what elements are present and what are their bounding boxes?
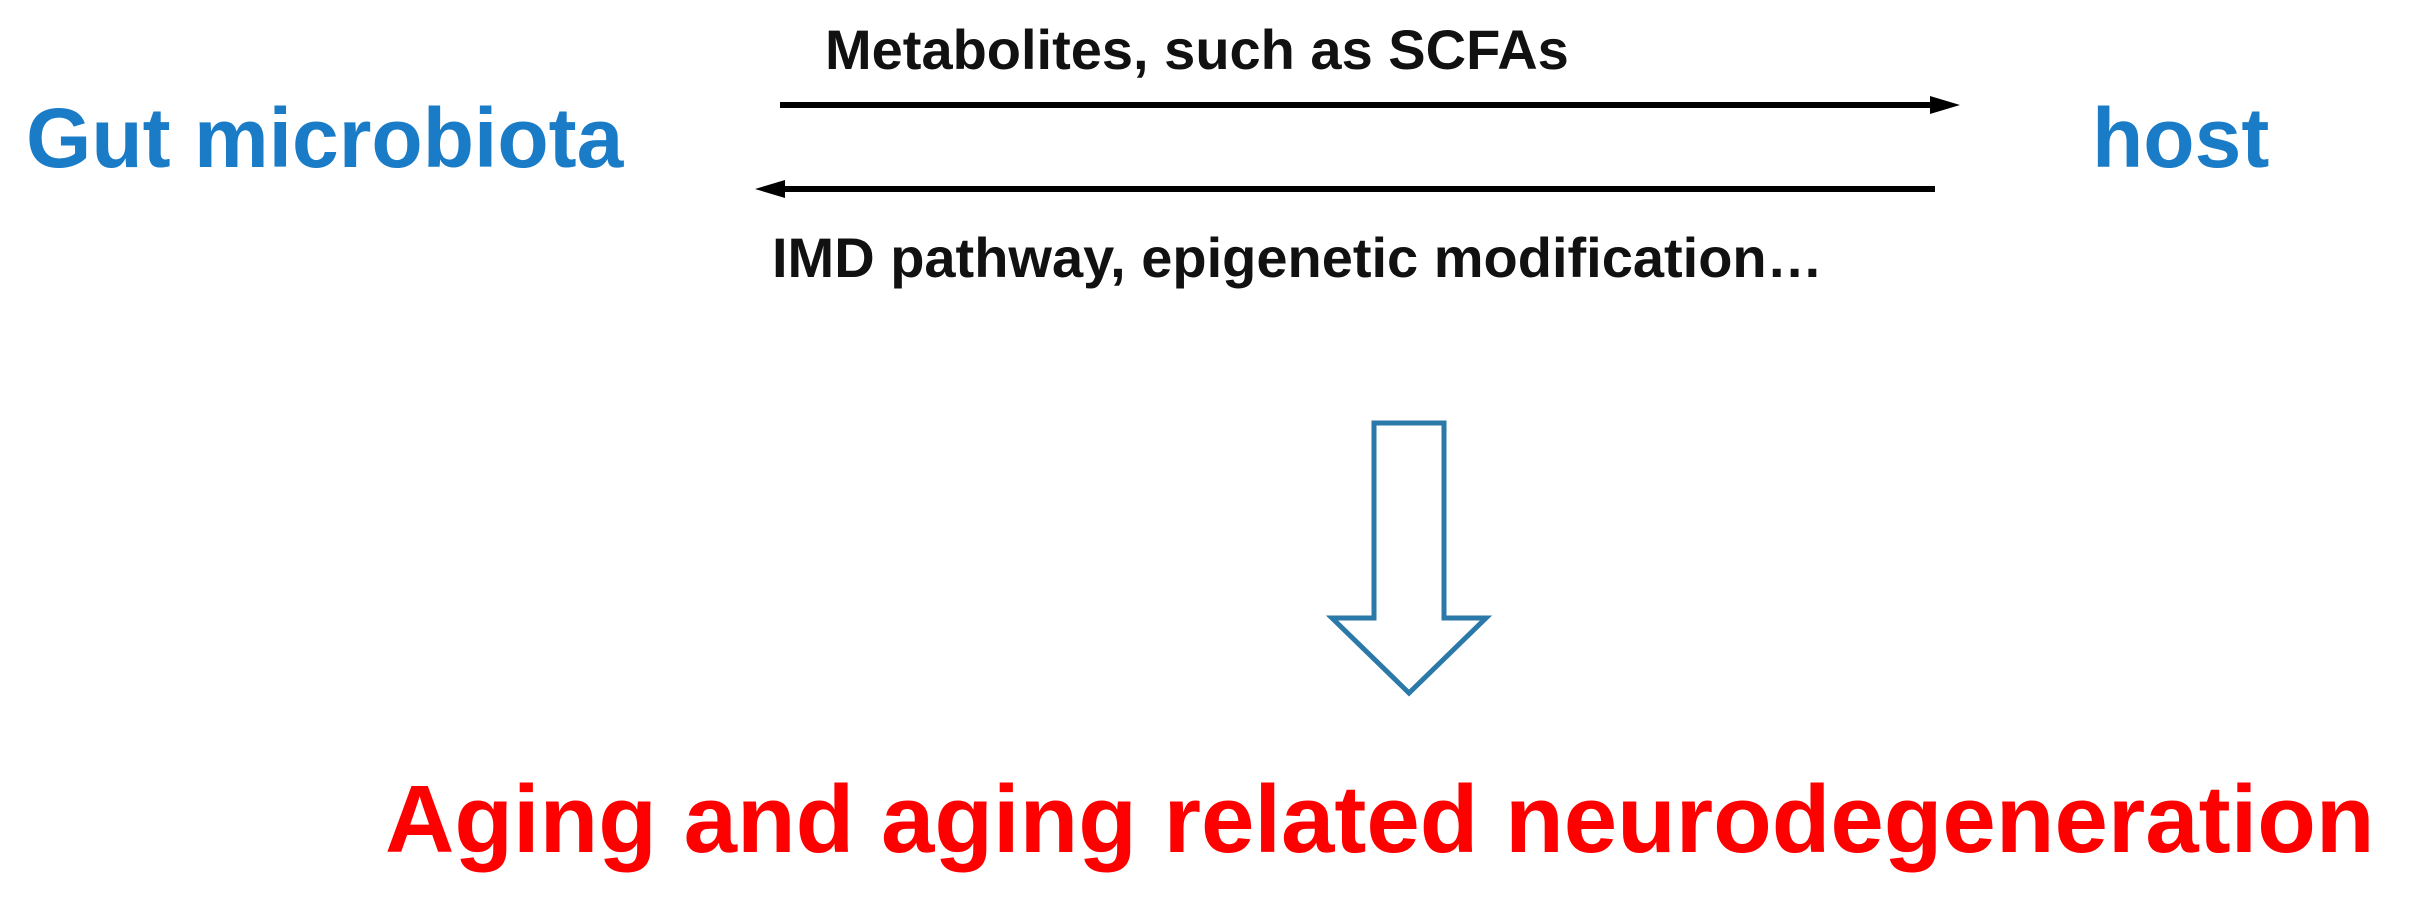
node-host: host	[2092, 91, 2270, 185]
forward-arrowhead	[1930, 96, 1960, 114]
reverse-arrowhead	[755, 180, 785, 198]
forward-arrow	[780, 96, 1960, 114]
down-block-arrow	[1325, 420, 1493, 697]
reverse-edge-label: IMD pathway, epigenetic modification…	[772, 226, 1823, 289]
outcome-label: Aging and aging related neurodegeneratio…	[385, 766, 2375, 873]
node-gut-microbiota: Gut microbiota	[26, 91, 624, 185]
forward-edge-label: Metabolites, such as SCFAs	[825, 18, 1569, 81]
reverse-arrow	[755, 180, 1935, 198]
